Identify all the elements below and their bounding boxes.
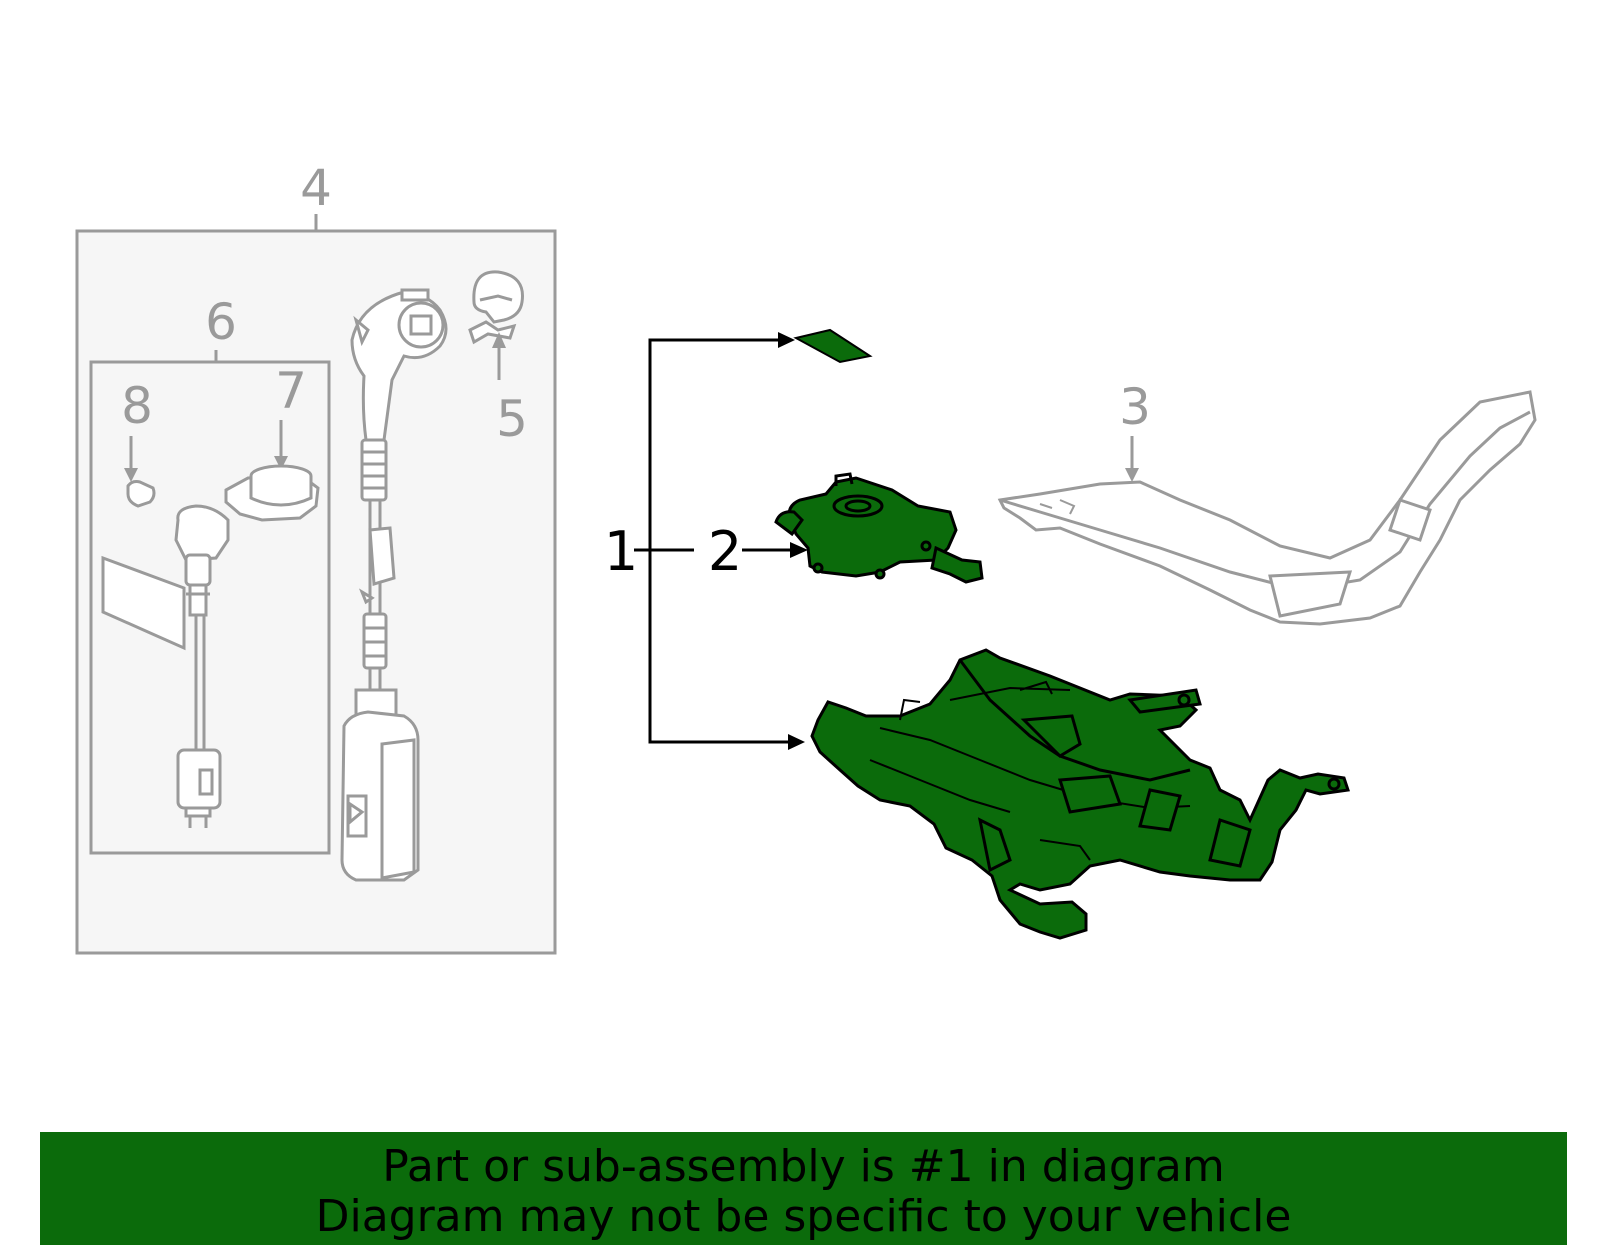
item-8-clip: 8 xyxy=(121,377,156,508)
duct-part xyxy=(997,390,1537,626)
item-7-cap: 7 xyxy=(224,362,320,522)
item-4-charge-cable xyxy=(340,288,448,882)
item-1-main-unit xyxy=(810,648,1350,940)
item-3-duct: 3 xyxy=(997,378,1537,626)
arrow-to-label xyxy=(778,332,795,348)
callout-1: 1 xyxy=(604,520,638,583)
item-1-label-part xyxy=(793,328,873,364)
banner-line-2: Diagram may not be specific to your vehi… xyxy=(315,1191,1292,1242)
clip-part xyxy=(126,480,156,508)
arrow-to-item-2 xyxy=(790,542,808,558)
callout-4: 4 xyxy=(300,159,332,217)
callout-2: 2 xyxy=(708,520,742,583)
callout-6: 6 xyxy=(205,293,237,351)
arrow-to-main xyxy=(788,734,805,750)
callout-7: 7 xyxy=(275,362,307,420)
callout-8: 8 xyxy=(121,377,153,435)
item-5-holder: 5 xyxy=(468,270,528,448)
item-2-module xyxy=(774,472,984,584)
info-banner: Part or sub-assembly is #1 in diagram Di… xyxy=(40,1132,1567,1245)
item-1-leaders xyxy=(634,338,800,744)
item-6-cable xyxy=(101,504,230,828)
callout-3: 3 xyxy=(1119,378,1151,436)
banner-line-1: Part or sub-assembly is #1 in diagram xyxy=(382,1141,1225,1192)
callout-5: 5 xyxy=(496,390,528,448)
